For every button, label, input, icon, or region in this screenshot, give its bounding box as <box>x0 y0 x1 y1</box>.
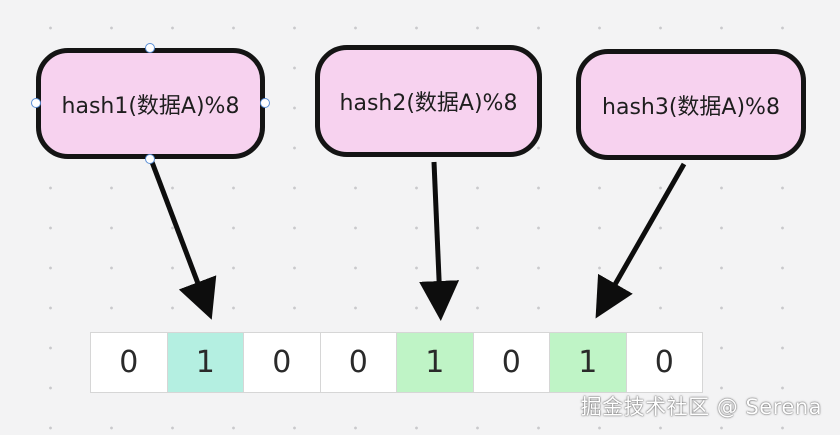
hash1-node[interactable]: hash1(数据A)%8 <box>36 48 265 159</box>
bit-value: 1 <box>195 345 215 380</box>
arrow-hash2-to-bit4[interactable] <box>419 161 460 321</box>
bit-cell-0[interactable]: 0 <box>91 333 168 393</box>
bit-cell-1[interactable]: 1 <box>167 333 244 393</box>
bit-value: 0 <box>501 345 521 380</box>
bit-value: 0 <box>119 345 139 380</box>
selection-handle-left[interactable] <box>31 98 41 108</box>
watermark-text: 掘金技术社区 @ Serena <box>580 395 822 419</box>
hash1-node-label: hash1(数据A)%8 <box>61 93 240 119</box>
bit-cell-2[interactable]: 0 <box>244 333 321 393</box>
selection-handle-right[interactable] <box>260 98 270 108</box>
hash2-node-label: hash2(数据A)%8 <box>339 91 518 116</box>
bit-cell-5[interactable]: 0 <box>473 333 550 393</box>
bit-cell-4[interactable]: 1 <box>397 333 474 393</box>
hash3-node-label: hash3(数据A)%8 <box>602 94 780 120</box>
arrow-hash3-to-bit6[interactable] <box>595 162 687 319</box>
bit-value: 1 <box>425 345 445 380</box>
hash3-node[interactable]: hash3(数据A)%8 <box>576 49 806 160</box>
selection-handle-top[interactable] <box>145 43 155 53</box>
bit-value: 0 <box>348 345 368 380</box>
arrow-hash1-to-bit1[interactable] <box>149 161 217 320</box>
hash2-node[interactable]: hash2(数据A)%8 <box>315 45 542 157</box>
bit-cell-6[interactable]: 1 <box>550 333 627 393</box>
bit-cell-3[interactable]: 0 <box>320 333 397 393</box>
selection-handle-bottom[interactable] <box>145 154 155 164</box>
bit-value: 1 <box>578 345 598 380</box>
bit-array: 0 1 0 0 1 0 1 0 <box>90 332 703 393</box>
bit-cell-7[interactable]: 0 <box>626 333 703 393</box>
bit-value: 0 <box>272 345 292 380</box>
bit-value: 0 <box>654 345 674 380</box>
